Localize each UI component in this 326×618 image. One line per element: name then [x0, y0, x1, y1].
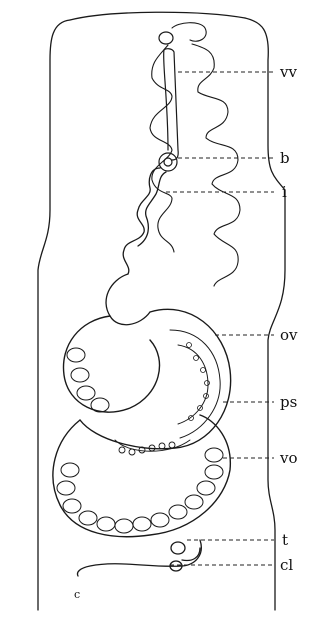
label-ps: ps [280, 393, 297, 411]
label-b: b [280, 149, 290, 167]
label-t: t [282, 531, 288, 549]
label-vo: vo [279, 449, 298, 467]
ovary-cells [187, 343, 210, 421]
label-i: i [282, 183, 287, 201]
label-vv: vv [279, 63, 297, 81]
body-outline [38, 12, 285, 610]
label-ov: ov [280, 326, 298, 344]
label-cl: cl [280, 556, 293, 574]
terminal-duct [78, 540, 202, 576]
corner-mark: c [74, 588, 80, 601]
leader-lines [166, 72, 274, 565]
intestine-coil [106, 168, 166, 325]
